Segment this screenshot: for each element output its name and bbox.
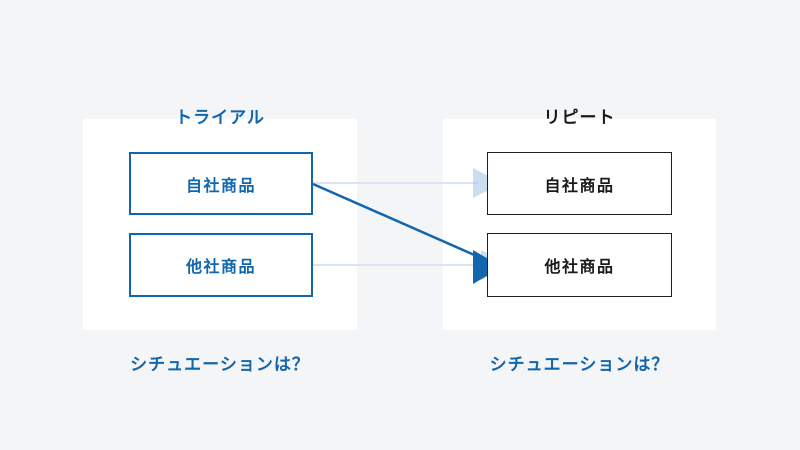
trial-other-product-label: 他社商品: [185, 259, 256, 276]
trial-panel: [83, 119, 357, 330]
repeat-situation-caption: シチュエーションは？: [489, 355, 670, 374]
repeat-own-product-box: 自社商品: [487, 152, 672, 215]
trial-column-title: トライアル: [175, 108, 265, 127]
trial-own-product-label: 自社商品: [185, 177, 256, 195]
repeat-column-title: リピート: [543, 108, 616, 127]
trial-own-product-box: 自社商品: [129, 152, 313, 215]
repeat-own-product-label: 自社商品: [544, 177, 615, 195]
repeat-other-product-label: 他社商品: [544, 259, 615, 276]
repeat-other-product-box: 他社商品: [487, 233, 672, 297]
trial-situation-caption: シチュエーションは？: [130, 355, 310, 374]
repeat-panel: [443, 119, 716, 330]
trial-other-product-box: 他社商品: [129, 233, 313, 297]
